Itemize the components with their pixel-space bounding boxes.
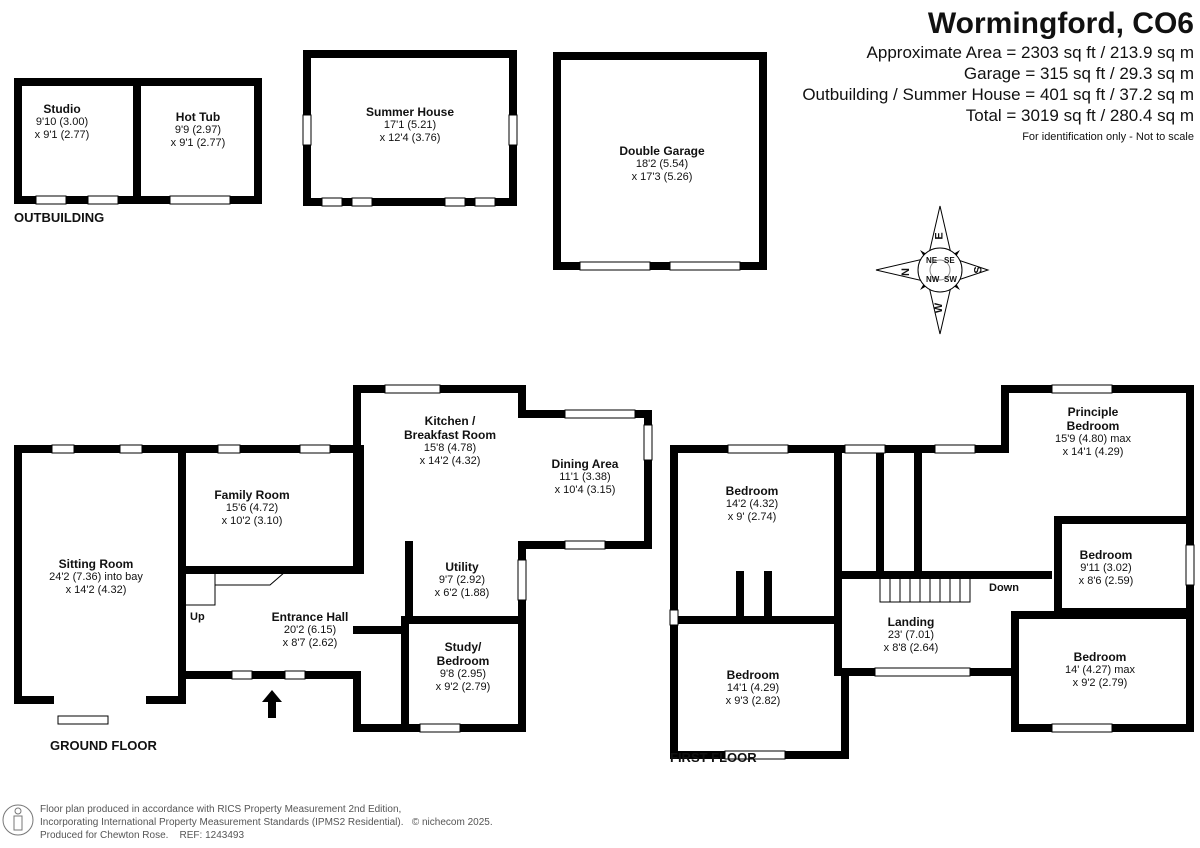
footer-person-icon [2,804,34,836]
compass-s: S [972,266,985,274]
footer-line-2: Incorporating International Property Mea… [40,817,493,828]
footer-line-3: Produced for Chewton Rose. REF: 1243493 [40,830,245,841]
area-approximate: Approximate Area = 2303 sq ft / 213.9 sq… [866,43,1194,62]
area-outbuilding: Outbuilding / Summer House = 401 sq ft /… [802,85,1194,104]
disclaimer: For identification only - Not to scale [1022,131,1194,143]
windows [35,114,1195,760]
footer: Floor plan produced in accordance with R… [40,803,493,842]
stairs [182,571,971,606]
footer-line-1: Floor plan produced in accordance with R… [40,804,402,815]
ground-floor-label: GROUND FLOOR [50,738,157,753]
area-garage: Garage = 315 sq ft / 29.3 sq m [963,64,1194,83]
compass-w: W [933,302,946,314]
front-door-arrow-icon [262,690,282,718]
compass-sw: SW [944,275,957,284]
compass-nw: NW [926,275,940,284]
first-floor-inner-walls [670,445,1194,732]
outbuilding-label: OUTBUILDING [14,210,105,225]
compass-icon [875,205,990,335]
area-total: Total = 3019 sq ft / 280.4 sq m [965,106,1194,125]
compass-se: SE [944,256,955,265]
garage-walls [553,52,767,270]
stairs-up-label: Up [190,611,205,623]
hall-utility-walls [178,541,526,732]
stairs-down-label: Down [989,582,1019,594]
first-floor-label: FIRST FLOOR [670,750,757,765]
compass-ne: NE [926,256,938,265]
header: Wormingford, CO6 Approximate Area = 2303… [802,6,1194,148]
compass-n: N [899,268,912,276]
property-title: Wormingford, CO6 [927,7,1194,40]
compass-e: E [933,232,946,240]
